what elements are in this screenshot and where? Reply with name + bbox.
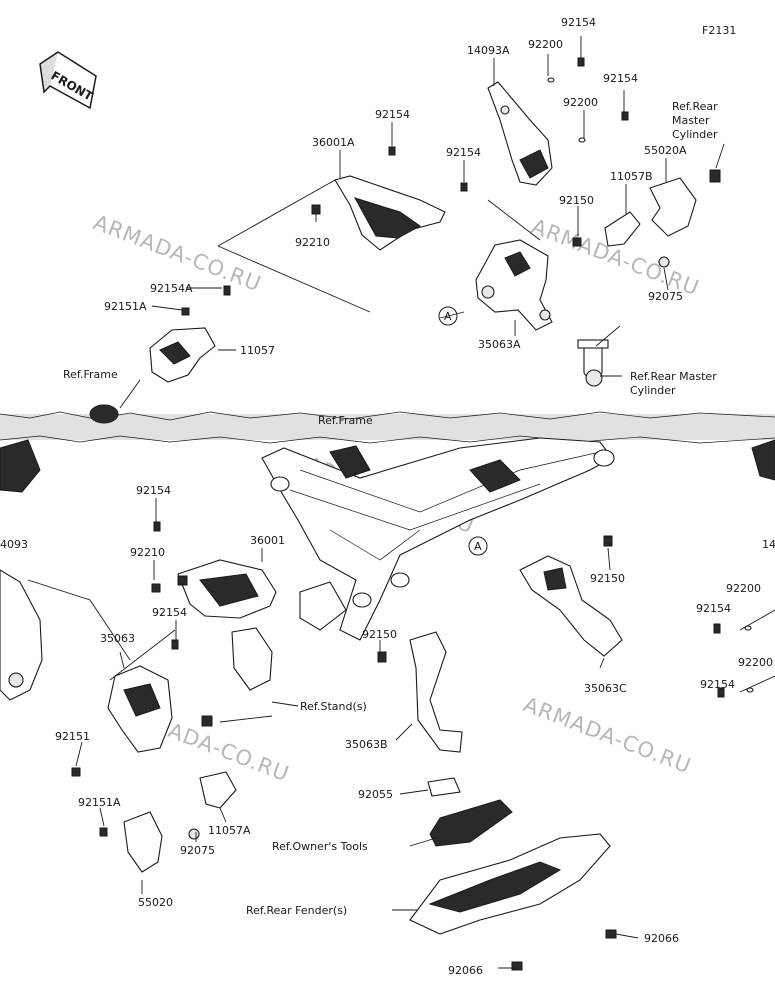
label-11057A: 11057A: [208, 824, 251, 837]
label-ref-stands: Ref.Stand(s): [300, 700, 367, 713]
callout-marker-a: A A: [438, 306, 488, 556]
label-ref-rear-fender: Ref.Rear Fender(s): [246, 904, 347, 917]
svg-text:A: A: [444, 310, 452, 323]
label-14093: 4093: [0, 538, 28, 551]
label-35063B: 35063B: [345, 738, 388, 751]
label-92154: 92154: [152, 606, 187, 619]
label-ref-frame: Ref.Frame: [63, 368, 118, 381]
label-92200: 92200: [738, 656, 773, 669]
label-92154: 92154: [561, 16, 596, 29]
part-35063C: [519, 535, 623, 657]
label-92075: 92075: [180, 844, 215, 857]
label-92066: 92066: [448, 964, 483, 977]
label-92055: 92055: [358, 788, 393, 801]
label-92154: 92154: [136, 484, 171, 497]
label-55020: 55020: [138, 896, 173, 909]
rear-master-cylinder: [577, 339, 609, 387]
label-92210: 92210: [130, 546, 165, 559]
label-92154: 92154: [700, 678, 735, 691]
label-92210: 92210: [295, 236, 330, 249]
label-11057: 11057: [240, 344, 275, 357]
part-14093A: [487, 81, 553, 186]
watermark: ARMADA-CO.RU: [520, 692, 695, 778]
label-ref-owners-tools: Ref.Owner's Tools: [272, 840, 368, 853]
svg-text:A: A: [474, 540, 482, 553]
label-92151A: 92151A: [78, 796, 121, 809]
label-92150: 92150: [590, 572, 625, 585]
bolt-set-right: [713, 623, 754, 698]
main-frame: [261, 437, 615, 641]
label-92154: 92154: [696, 602, 731, 615]
label-92075: 92075: [648, 290, 683, 303]
stand-bracket: [201, 627, 273, 727]
bolt-92154: [388, 57, 629, 192]
part-14-right: [751, 439, 775, 481]
label-92200: 92200: [726, 582, 761, 595]
label-92151: 92151: [55, 730, 90, 743]
label-14093A: 14093A: [467, 44, 510, 57]
diagram-code: F2131: [702, 24, 736, 37]
leader-lines: [27, 36, 775, 969]
label-35063C: 35063C: [584, 682, 627, 695]
tear-divider: [0, 411, 775, 444]
label-36001: 36001: [250, 534, 285, 547]
owners-tools: [429, 799, 513, 847]
label-92154: 92154: [446, 146, 481, 159]
label-11057B: 11057B: [610, 170, 653, 183]
part-11057: [149, 285, 231, 383]
label-14: 14: [762, 538, 775, 551]
part-14093-left: [0, 439, 43, 701]
part-36001: [151, 521, 277, 650]
part-55020A: [649, 169, 721, 237]
part-35063: [71, 665, 173, 777]
label-92154A: 92154A: [150, 282, 193, 295]
label-55020A: 55020A: [644, 144, 687, 157]
part-11057B: [572, 211, 670, 268]
label-92154: 92154: [603, 72, 638, 85]
label-92066: 92066: [644, 932, 679, 945]
front-arrow-icon: FRONT: [39, 51, 97, 110]
label-ref-frame: Ref.Frame: [318, 414, 373, 427]
label-36001A: 36001A: [312, 136, 355, 149]
label-92150: 92150: [362, 628, 397, 641]
part-36001A: [311, 175, 446, 251]
part-92055: [427, 777, 461, 797]
frame-fragment: [89, 404, 119, 424]
part-35063B: [377, 631, 463, 753]
label-92154: 92154: [375, 108, 410, 121]
label-92200: 92200: [563, 96, 598, 109]
part-35063A: [475, 239, 553, 331]
label-35063: 35063: [100, 632, 135, 645]
label-92151A: 92151A: [104, 300, 147, 313]
part-55020: [99, 811, 163, 873]
rear-fender: [409, 833, 617, 971]
label-35063A: 35063A: [478, 338, 521, 351]
part-11057A: [188, 771, 237, 840]
label-92200: 92200: [528, 38, 563, 51]
label-92150: 92150: [559, 194, 594, 207]
